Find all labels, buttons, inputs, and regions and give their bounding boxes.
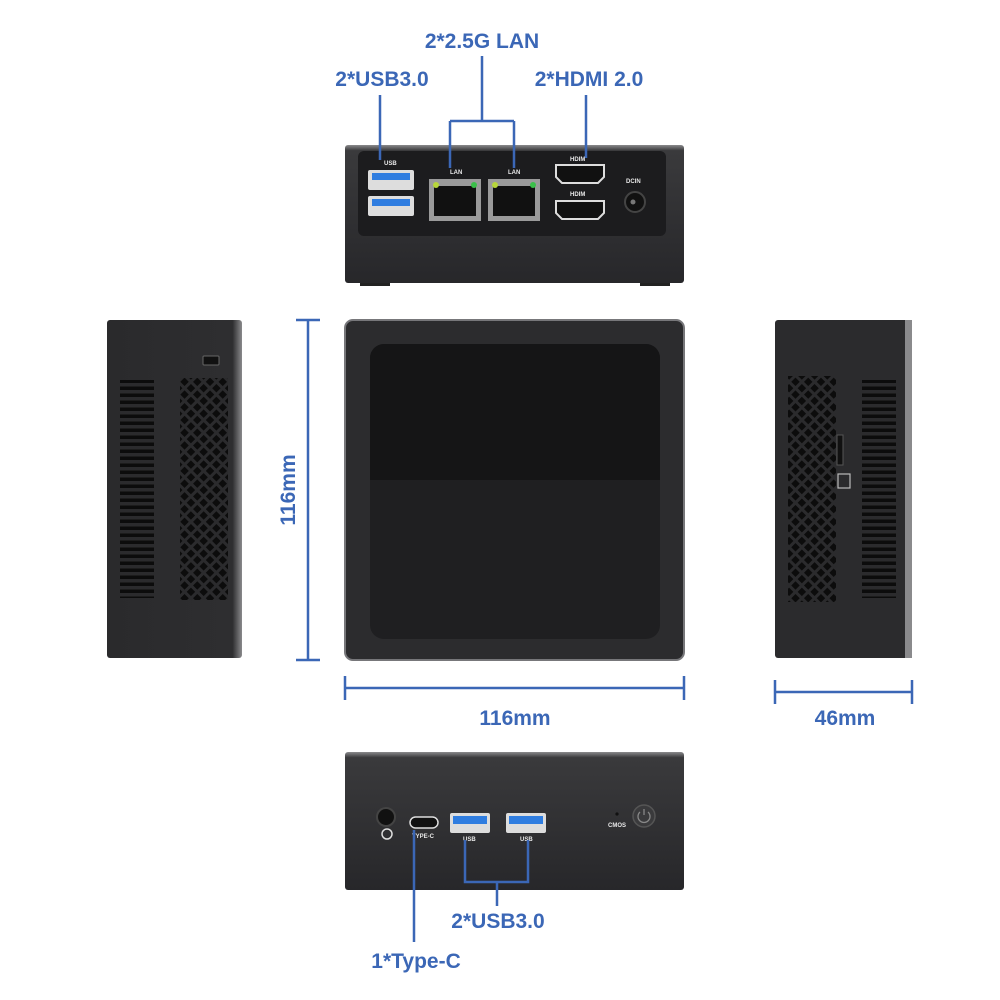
depth-dimension: 46mm	[773, 680, 914, 730]
type-c-callout: 1*Type-C	[371, 950, 460, 973]
lan-port-label-2: LAN	[508, 170, 520, 176]
top-view-device	[344, 319, 685, 661]
depth-dimension-label: 46mm	[815, 707, 876, 730]
lan-callout: 2*2.5G LAN	[425, 30, 539, 53]
hdmi-callout: 2*HDMI 2.0	[535, 68, 644, 91]
dc-in-label: DCIN	[626, 179, 641, 185]
sd-card-slot-icon	[836, 434, 844, 466]
width-dimension: 116mm	[343, 676, 686, 730]
height-dimension: 116mm	[277, 318, 320, 662]
rear-usb-callout: 2*USB3.0	[335, 68, 428, 91]
hdmi-port-label-1: HDIM	[570, 157, 585, 163]
front-usb-label-2: USB	[520, 837, 533, 843]
hdmi-port-icon	[555, 164, 605, 220]
cmos-reset-icon	[615, 812, 619, 816]
front-usb-label-1: USB	[463, 837, 476, 843]
audio-jack-icon	[376, 807, 396, 827]
sd-card-icon	[837, 473, 851, 489]
lan-port-icon	[429, 179, 540, 221]
hdmi-port-label-2: HDIM	[570, 192, 585, 198]
type-c-port-label: TYPE-C	[412, 834, 435, 840]
usb-port-icon	[368, 170, 414, 216]
power-icon	[637, 809, 651, 824]
front-view-device: TYPE-C USB USB CMOS	[345, 752, 684, 890]
front-usb-callout: 2*USB3.0	[451, 910, 544, 933]
left-side-view-device	[107, 320, 242, 658]
lan-port-label-1: LAN	[450, 170, 462, 176]
type-c-port-icon	[409, 816, 439, 829]
kensington-lock-icon	[202, 355, 220, 366]
right-side-view-device	[775, 320, 912, 658]
width-dimension-label: 116mm	[479, 707, 550, 730]
height-dimension-label: 116mm	[277, 454, 300, 525]
headset-icon	[381, 828, 393, 840]
power-button[interactable]	[632, 804, 656, 828]
usb-port-label: USB	[384, 161, 397, 167]
cmos-label: CMOS	[608, 823, 626, 829]
front-usb-port-icon	[450, 813, 546, 833]
rear-view-device: USB LAN LAN HDIM HDIM DCIN	[345, 145, 684, 286]
